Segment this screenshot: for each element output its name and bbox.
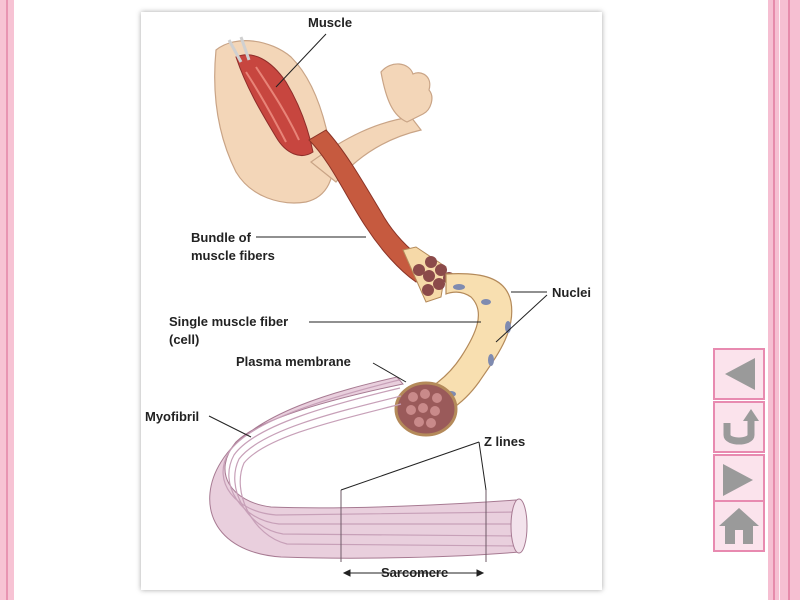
home-button[interactable] [713,500,765,552]
label-bundle-line1: Bundle of [191,230,251,246]
label-myofibril: Myofibril [145,409,199,425]
label-z-lines: Z lines [484,434,525,450]
label-muscle: Muscle [308,15,352,31]
return-button[interactable] [713,401,765,453]
house-icon [715,502,763,550]
myofibril-end [511,499,527,553]
label-plasma-membrane: Plasma membrane [236,354,351,370]
triangle-right-icon [715,456,763,504]
arm-illustration [215,37,432,203]
previous-button[interactable] [713,348,765,400]
label-single-fiber-line2: (cell) [169,332,199,348]
right-decorative-band [768,0,800,600]
left-decorative-strip [0,0,14,600]
triangle-left-icon [715,350,763,398]
muscle-diagram [141,12,602,590]
next-button[interactable] [713,454,765,506]
label-single-fiber-line1: Single muscle fiber [169,314,288,330]
label-bundle-line2: muscle fibers [191,248,275,264]
label-nuclei: Nuclei [552,285,591,301]
u-turn-arrow-icon [715,403,763,451]
myofibril [210,377,519,558]
muscle-structure-figure: Muscle Bundle of muscle fibers Nuclei Si… [141,12,602,590]
label-sarcomere: Sarcomere [381,565,448,581]
